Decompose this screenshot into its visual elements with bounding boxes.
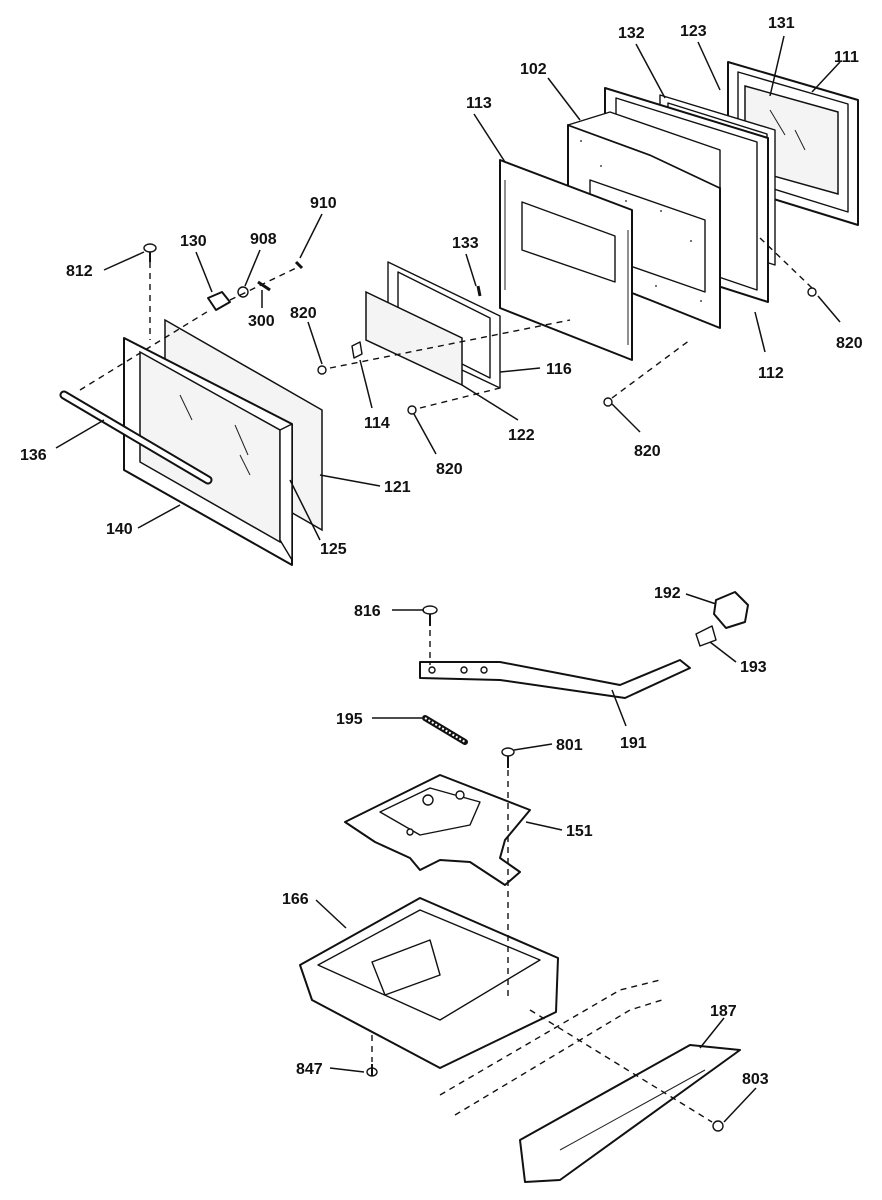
label-130: 130 [180,233,207,250]
label-116: 116 [546,361,572,378]
part-910-pin [294,260,304,270]
part-130-hinge-block [207,291,231,311]
label-122: 122 [508,427,535,444]
label-801: 801 [556,737,583,754]
part-125-vent [279,423,293,561]
part-816-screw [422,605,438,626]
part-labels: 111 131 123 132 102 113 112 820 910 908 … [20,15,863,1088]
screws-820 [317,287,817,415]
part-847-screw [366,1064,378,1077]
part-193-clip [695,625,717,647]
label-910: 910 [310,195,337,212]
label-136: 136 [20,447,47,464]
label-132: 132 [618,25,645,42]
label-193: 193 [740,659,767,676]
label-151: 151 [566,823,593,840]
part-191-latch-rod [419,659,691,699]
label-820-left: 820 [290,305,317,322]
label-195: 195 [336,711,363,728]
part-187-bracket [519,1044,741,1183]
part-812-screw [143,243,157,262]
part-801-screw [501,747,515,768]
label-816: 816 [354,603,381,620]
range-outline-dashed [371,630,713,1123]
leader-lines [55,35,841,1123]
label-192: 192 [654,585,681,602]
label-847: 847 [296,1061,323,1078]
part-803-screw [712,1120,724,1132]
part-113-inner-door [499,159,633,361]
part-300-screw [257,280,271,292]
label-111: 111 [834,49,859,66]
part-192-knob [713,591,749,629]
part-136-handle [59,390,213,485]
part-166-latch-cover [299,897,559,1069]
part-140-door-frame [123,337,293,566]
part-151-latch-plate [344,774,531,886]
label-114: 114 [364,415,390,432]
label-820-lower: 820 [436,461,463,478]
label-121: 121 [384,479,411,496]
label-102: 102 [520,61,547,78]
label-125: 125 [320,541,347,558]
alignment-lines-upper [79,237,813,409]
label-300: 300 [248,313,275,330]
label-812: 812 [66,263,93,280]
label-908: 908 [250,231,277,248]
part-195-spring [422,715,468,745]
label-803: 803 [742,1071,769,1088]
part-133-pin [476,285,482,297]
label-820-center: 820 [634,443,661,460]
label-140: 140 [106,521,133,538]
label-123: 123 [680,23,707,40]
label-113: 113 [466,95,492,112]
label-820-right: 820 [836,335,863,352]
label-187: 187 [710,1003,737,1020]
part-908-washer [237,286,249,298]
label-112: 112 [758,365,784,382]
label-166: 166 [282,891,309,908]
part-114-clip [351,341,363,359]
label-191: 191 [620,735,647,752]
label-133: 133 [452,235,479,252]
label-131: 131 [768,15,795,32]
